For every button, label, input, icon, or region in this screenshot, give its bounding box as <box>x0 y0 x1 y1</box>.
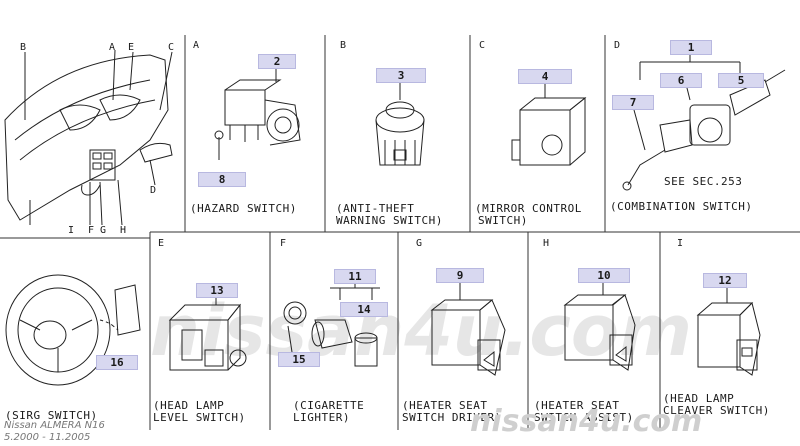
overview-letter-b: B <box>20 42 27 53</box>
panel-letter-d: D <box>614 40 621 51</box>
head-lamp-level-switch-drawing <box>168 295 247 371</box>
callout-2: 2 <box>258 54 296 69</box>
callout-9: 9 <box>436 268 484 283</box>
callout-3: 3 <box>376 68 426 83</box>
overview-letter-e: E <box>128 42 135 53</box>
panel-letter-h: H <box>543 238 550 249</box>
overview-letter-a: A <box>109 42 116 53</box>
heater-seat-switch-driver-drawing <box>430 282 506 376</box>
panel-letter-f: F <box>280 238 287 249</box>
overview-letter-c: C <box>168 42 175 53</box>
callout-15: 15 <box>278 352 320 367</box>
hazard-switch-drawing <box>214 66 301 160</box>
panel-letter-c: C <box>479 40 486 51</box>
callout-6: 6 <box>660 73 702 88</box>
caption-mirror-control-1: (MIRROR CONTROL <box>475 202 582 215</box>
panel-letter-a: A <box>193 40 200 51</box>
panel-letter-i: I <box>677 238 684 249</box>
callout-7: 7 <box>612 95 654 110</box>
caption-srs-switch: (SIRG SWITCH) <box>5 409 98 422</box>
callout-13: 13 <box>196 283 238 298</box>
overview-letter-f: F <box>88 225 95 236</box>
caption-combination-switch: (COMBINATION SWITCH) <box>610 200 753 213</box>
panel-letter-g: G <box>416 238 423 249</box>
caption-head-lamp-level-1: (HEAD LAMP <box>153 399 225 412</box>
caption-heater-seat-assist-1: (HEATER SEAT <box>534 399 620 412</box>
footer-model: Nissan ALMERA N16 <box>4 420 105 431</box>
caption-cigarette-lighter-1: (CIGARETTE <box>293 399 365 412</box>
caption-cigarette-lighter-2: LIGHTER) <box>293 411 350 424</box>
overview-letter-d: D <box>150 185 157 196</box>
steering-wheel-drawing <box>5 274 141 386</box>
heater-seat-switch-assist-drawing <box>563 282 636 371</box>
caption-anti-theft-2: WARNING SWITCH) <box>336 214 443 227</box>
caption-head-lamp-cleaner-1: (HEAD LAMP <box>663 392 735 405</box>
mirror-control-switch-drawing <box>511 82 587 166</box>
callout-8: 8 <box>198 172 246 187</box>
head-lamp-cleaner-switch-drawing <box>696 286 761 376</box>
panel-letter-b: B <box>340 40 347 51</box>
callout-12: 12 <box>703 273 747 288</box>
caption-hazard-switch: (HAZARD SWITCH) <box>190 202 297 215</box>
footer-dates: 5.2000 - 11.2005 <box>4 432 91 443</box>
caption-head-lamp-level-2: LEVEL SWITCH) <box>153 411 246 424</box>
combination-switch-drawing <box>622 52 786 191</box>
caption-mirror-control-2: SWITCH) <box>478 214 528 227</box>
cigarette-lighter-drawing <box>283 275 380 367</box>
callout-14: 14 <box>340 302 388 317</box>
overview-letter-g: G <box>100 225 107 236</box>
callout-4: 4 <box>518 69 572 84</box>
callout-16: 16 <box>96 355 138 370</box>
anti-theft-switch-drawing <box>375 82 425 166</box>
overview-letter-h: H <box>120 225 127 236</box>
note-see-section: SEE SEC.253 <box>664 175 743 188</box>
dashboard-overview-drawing <box>4 49 173 226</box>
caption-heater-seat-driver-2: SWITCH DRIVER) <box>402 411 502 424</box>
caption-heater-seat-driver-1: (HEATER SEAT <box>402 399 488 412</box>
caption-anti-theft-1: (ANTI-THEFT <box>336 202 415 215</box>
overview-letter-i: I <box>68 225 75 236</box>
caption-head-lamp-cleaner-2: CLEAVER SWITCH) <box>663 404 770 417</box>
callout-10: 10 <box>578 268 630 283</box>
watermark-corner: nissan4u.com <box>470 404 703 439</box>
callout-5: 5 <box>718 73 764 88</box>
callout-11: 11 <box>334 269 376 284</box>
caption-heater-seat-assist-2: SWITCH ASSIST) <box>534 411 634 424</box>
callout-1: 1 <box>670 40 712 55</box>
panel-letter-e: E <box>158 238 165 249</box>
